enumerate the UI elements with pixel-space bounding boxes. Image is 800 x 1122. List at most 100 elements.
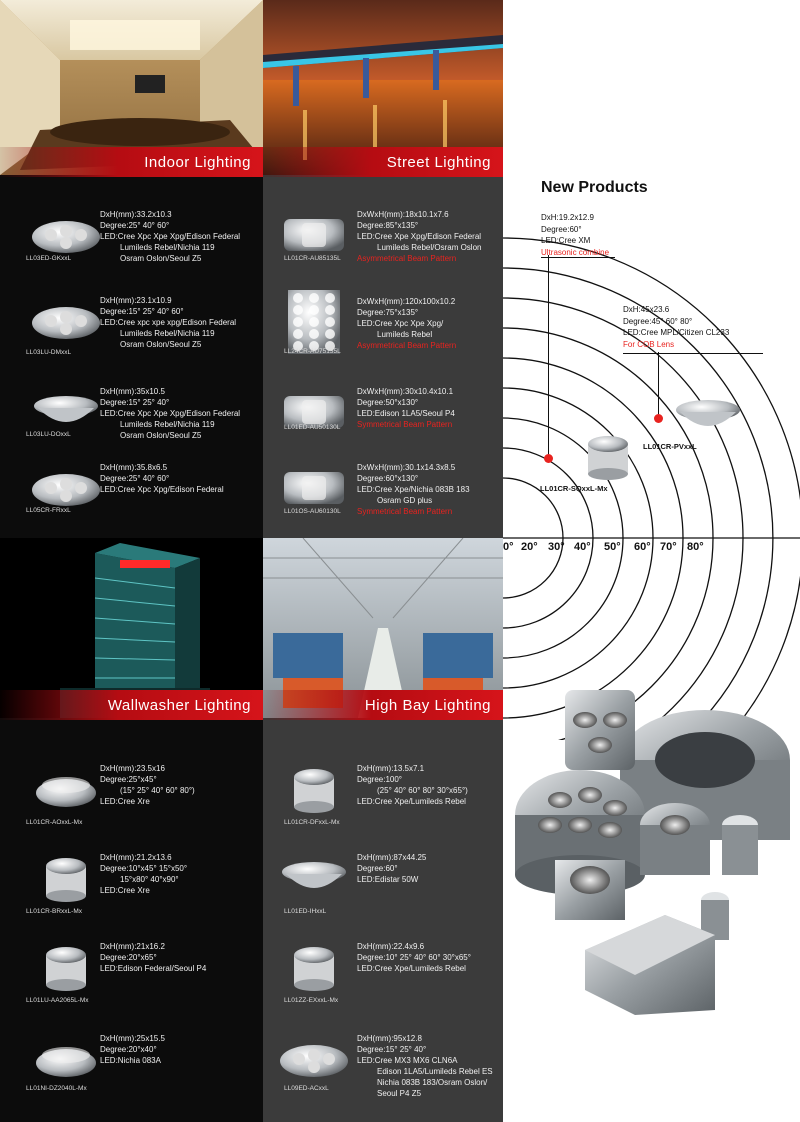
spec-line: LED:Cree Xpc Xpe Xpg/ bbox=[357, 319, 444, 328]
spec-line: LED:Cree Xpc Xpe Xpg/Edison Federal bbox=[100, 409, 241, 418]
product-code: LL03ED-GKxxL bbox=[26, 255, 72, 262]
spec-line: Degree:60° bbox=[357, 864, 398, 873]
spec-line: LED:Cree XM bbox=[541, 236, 591, 245]
degree-label: 20° bbox=[521, 541, 538, 553]
lens-thumbnail bbox=[274, 209, 354, 259]
street-lighting-banner: Street Lighting bbox=[263, 147, 503, 177]
spec-line: DxH(mm):25x15.5 bbox=[100, 1034, 165, 1043]
lens-thumbnail bbox=[26, 295, 106, 345]
lens-thumbnail bbox=[26, 462, 106, 512]
spec-line: Degree:60°x130° bbox=[357, 474, 419, 483]
lens-mold-photo bbox=[515, 690, 800, 1015]
product-code: LL01NI-DZ2040L-Mx bbox=[26, 1085, 87, 1092]
spec-line: Degree:20°x65° bbox=[100, 953, 157, 962]
product-code: LL01ED-IHxxL bbox=[284, 908, 327, 915]
new-product-code: LL01CR-SQxxL-Mx bbox=[540, 484, 608, 493]
product-code: LL03LU-DOxxL bbox=[26, 431, 71, 438]
wallwasher-lighting-banner: Wallwasher Lighting bbox=[0, 690, 263, 720]
beam-arc bbox=[503, 297, 744, 740]
spec-line: LED:Cree Xpe/Nichia 083B 183 bbox=[357, 485, 470, 494]
new-product-thumbnail bbox=[568, 430, 648, 480]
spec-line: Degree:60° bbox=[541, 224, 582, 234]
callout-line bbox=[548, 255, 549, 458]
spec-line: Degree:85°x135° bbox=[357, 221, 419, 230]
spec-line: LED:Cree Xre bbox=[100, 886, 150, 895]
callout-line bbox=[658, 352, 659, 418]
lens-thumbnail bbox=[274, 852, 354, 902]
spec-line: Degree:45° 60° 80° bbox=[623, 316, 693, 326]
lens-thumbnail bbox=[26, 763, 106, 813]
spec-line: DxWxH(mm):30x10.4x10.1 bbox=[357, 387, 454, 396]
product-code: LL05CR-FRxxL bbox=[26, 507, 71, 514]
spec-line: Degree:100° bbox=[357, 775, 403, 784]
beam-arc bbox=[503, 447, 594, 629]
spec-line: DxH:45x23.6 bbox=[623, 305, 670, 314]
spec-line: Degree:15° 25° 40° bbox=[357, 1045, 427, 1054]
spec-line-indent: Osram Oslon/Seoul Z5 bbox=[120, 254, 202, 263]
lens-thumbnail bbox=[26, 941, 106, 991]
spec-line-indent: Osram Oslon/Seoul Z5 bbox=[120, 340, 202, 349]
spec-line-indent: (15° 25° 40° 60° 80°) bbox=[120, 786, 195, 795]
spec-line-indent: Lumileds Rebel bbox=[377, 330, 433, 339]
spec-line: LED:Cree Xpe/Lumileds Rebel bbox=[357, 797, 466, 806]
callout-dot bbox=[654, 414, 663, 423]
spec-line: Degree:10°x45° 15°x50° bbox=[100, 864, 188, 873]
spec-line: Degree:50°x130° bbox=[357, 398, 419, 407]
note-underline bbox=[541, 257, 615, 258]
spec-line: LED:Cree Xpc Xpg/Edison Federal bbox=[100, 485, 224, 494]
spec-line: LED:Cree xpc xpe xpg/Edison Federal bbox=[100, 318, 237, 327]
new-product-thumbnail bbox=[668, 390, 748, 440]
degree-label: 60° bbox=[634, 541, 651, 553]
spec-line-indent: 15°x80° 40°x90° bbox=[120, 875, 179, 884]
indoor-lighting-banner: Indoor Lighting bbox=[0, 147, 263, 177]
degree-label: 0° bbox=[503, 541, 514, 553]
beam-pattern-note: Asymmetrical Beam Pattern bbox=[357, 254, 457, 263]
spec-line-indent: Osram GD plus bbox=[377, 496, 433, 505]
spec-line: DxH(mm):33.2x10.3 bbox=[100, 210, 172, 219]
spec-line: LED:Edison 1LA5/Seoul P4 bbox=[357, 409, 455, 418]
street-lighting-title: Street Lighting bbox=[386, 153, 491, 171]
spec-line: DxH(mm):21x16.2 bbox=[100, 942, 165, 951]
high-bay-lighting-photo bbox=[263, 538, 503, 718]
wallwasher-lighting-title: Wallwasher Lighting bbox=[107, 696, 251, 714]
spec-line-indent: Lumileds Rebel/Nichia 119 bbox=[120, 420, 215, 429]
spec-line: DxH(mm):23.1x10.9 bbox=[100, 296, 172, 305]
indoor-lighting-photo bbox=[0, 0, 263, 175]
product-code: LL01ZZ-EXxxL-Mx bbox=[284, 997, 339, 1004]
product-code: LL09ED-ACxxL bbox=[284, 1085, 329, 1092]
spec-line: Degree:20°x40° bbox=[100, 1045, 157, 1054]
spec-line: LED:Edistar 50W bbox=[357, 875, 419, 884]
spec-line: DxH(mm):87x44.25 bbox=[357, 853, 427, 862]
spec-line: LED:Cree MX3 MX6 CLN6A bbox=[357, 1056, 458, 1065]
spec-line-indent: Nichia 083B 183/Osram Oslon/ bbox=[377, 1078, 488, 1087]
spec-line: LED:Cree MPL/Citizen CL233 bbox=[623, 328, 730, 337]
beam-angle-arcs bbox=[503, 237, 800, 740]
spec-line: DxWxH(mm):120x100x10.2 bbox=[357, 297, 456, 306]
new-product-note: Ultrasonic combine bbox=[541, 247, 610, 257]
spec-line: LED:Cree Xre bbox=[100, 797, 150, 806]
lens-thumbnail bbox=[274, 462, 354, 512]
spec-line-indent: Edison 1LA5/Lumileds Rebel ES bbox=[377, 1067, 493, 1076]
product-code: LL01ED-AU50130L bbox=[284, 424, 341, 431]
product-code: LL03LU-DMxxL bbox=[26, 349, 72, 356]
product-code: LL01CR-AOxxL-Mx bbox=[26, 819, 83, 826]
spec-line: Degree:15° 25° 40° 60° bbox=[100, 307, 184, 316]
new-products-title: New Products bbox=[541, 179, 648, 196]
